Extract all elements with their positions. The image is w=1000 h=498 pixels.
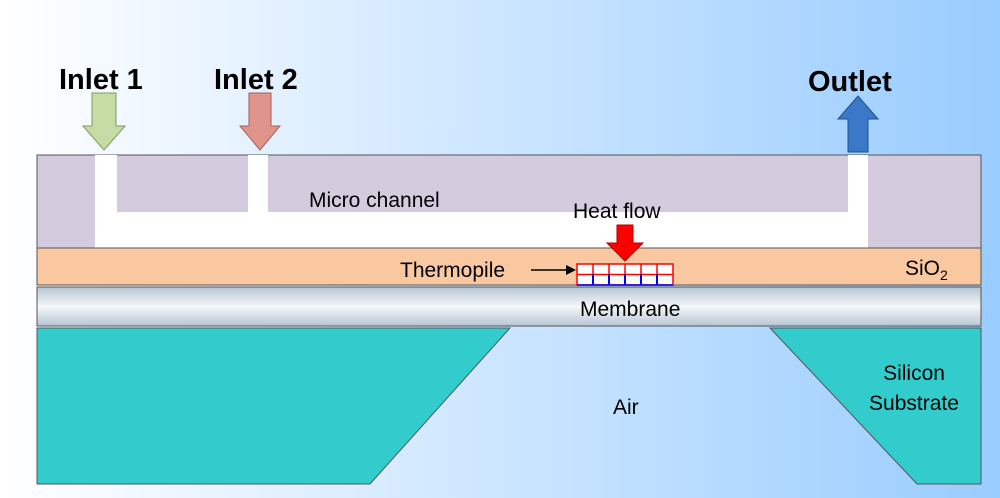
thermopile-pointer-arrow-icon — [531, 265, 576, 275]
heat-flow-label: Heat flow — [573, 200, 661, 223]
silicon-substrate-label-line1: Silicon — [883, 362, 945, 385]
substrate-right — [768, 327, 982, 485]
substrate-left — [36, 327, 512, 485]
thermopile-label: Thermopile — [400, 259, 505, 282]
inlet1-arrow-icon — [81, 92, 127, 151]
heat-flow-arrow-icon — [605, 224, 645, 262]
micro-channel-label: Micro channel — [309, 189, 440, 212]
sio2-label-subscript: 2 — [940, 267, 948, 283]
air-label: Air — [613, 396, 639, 419]
outlet-arrow-icon — [836, 95, 880, 153]
membrane-layer — [36, 286, 982, 327]
sio2-label-base: SiO — [905, 257, 940, 280]
sio2-layer — [36, 247, 982, 286]
membrane-label: Membrane — [580, 298, 680, 321]
outlet-label: Outlet — [808, 66, 892, 98]
micro-channel — [95, 155, 868, 248]
sio2-label: SiO2 — [905, 257, 948, 283]
inlet2-label: Inlet 2 — [214, 64, 298, 96]
silicon-substrate-label-line2: Substrate — [869, 392, 959, 415]
inlet1-label: Inlet 1 — [59, 64, 143, 96]
thermopile-icon — [576, 263, 674, 286]
inlet2-arrow-icon — [238, 92, 282, 151]
